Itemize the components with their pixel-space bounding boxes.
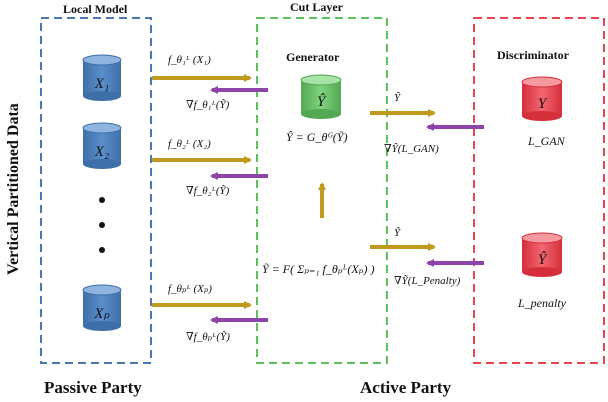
label-generator-out: Ŷ: [317, 93, 327, 110]
label-f2: f_θ₂ᴸ (X₂): [168, 138, 211, 150]
ellipsis-dot: [99, 247, 105, 253]
cylinder-disc-real: [521, 76, 563, 121]
label-disc-penalty: Ŷ: [538, 251, 548, 268]
generator-title: Generator: [286, 50, 340, 64]
label-g2: ∇f_θ₂ᴸ(Ỹ): [186, 185, 230, 197]
discriminator-title: Discriminator: [497, 48, 569, 62]
label-yhat: Ŷ: [394, 92, 401, 104]
loss-penalty: L_penalty: [518, 296, 566, 310]
label-fp: f_θₚᴸ (Xₚ): [168, 283, 212, 295]
cylinder-x1: [82, 54, 122, 101]
label-g1: ∇f_θ₁ᴸ(Ỹ): [186, 99, 230, 111]
label-f1: f_θ₁ᴸ (X₁): [168, 54, 211, 66]
cylinder-x2: [82, 122, 122, 169]
aggregate-equation: Ỹ = F( Σₚ₌₁ f_θₚᴸ(Xₚ) ): [262, 262, 375, 276]
cylinder-disc-penalty: [521, 232, 563, 277]
generator-equation: Ŷ = G_θᴳ(Ỹ): [286, 130, 348, 144]
label-grad-gan: ∇Ŷ(L_GAN): [384, 143, 439, 155]
cylinder-xp: [82, 284, 122, 331]
label-x2: X₂: [94, 144, 109, 160]
local-model-box: [40, 17, 152, 364]
discriminator-box: [473, 17, 605, 364]
active-party-label: Active Party: [360, 378, 452, 397]
local-model-title: Local Model: [63, 2, 128, 16]
label-xp: Xₚ: [93, 306, 110, 322]
cut-layer-box: [256, 17, 388, 364]
cylinder-generator: [300, 74, 342, 119]
vertical-partitioned-data-label: Vertical Partitioned Data: [5, 103, 22, 275]
label-ytilde: Ỹ: [394, 227, 401, 239]
label-disc-real: Y: [538, 96, 548, 112]
loss-gan: L_GAN: [528, 134, 565, 148]
passive-party-label: Passive Party: [44, 378, 142, 397]
ellipsis-dot: [99, 197, 105, 203]
label-x1: X₁: [94, 76, 109, 92]
cut-layer-title: Cut Layer: [290, 0, 343, 14]
label-gp: ∇f_θₚᴸ(Ỹ): [186, 331, 230, 343]
label-grad-penalty: ∇Ỹ(L_Penalty): [394, 275, 461, 287]
ellipsis-dot: [99, 222, 105, 228]
